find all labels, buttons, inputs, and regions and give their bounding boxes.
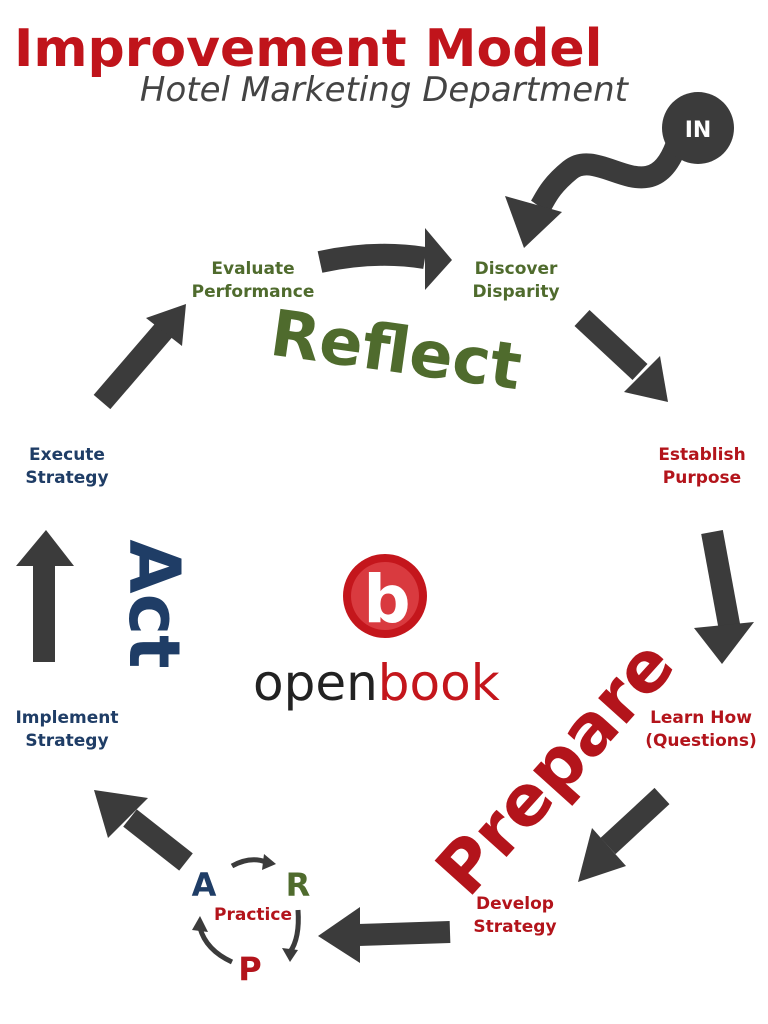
practice-letter-p: P xyxy=(238,950,261,988)
phase-reflect: Reflect xyxy=(266,297,526,405)
step-develop-line1: Develop xyxy=(476,894,554,914)
practice-letter-r: R xyxy=(286,866,311,904)
step-evaluate-line1: Evaluate xyxy=(211,259,294,279)
step-implement-line2: Strategy xyxy=(25,731,108,751)
logo-word-book: book xyxy=(378,654,500,712)
phase-act: Act xyxy=(113,539,195,668)
step-learn-line1: Learn How xyxy=(650,708,752,728)
logo-mark: b xyxy=(363,561,410,638)
page-subtitle: Hotel Marketing Department xyxy=(140,70,630,110)
step-develop-line2: Strategy xyxy=(473,917,556,937)
step-evaluate-line2: Performance xyxy=(192,282,315,302)
step-establish-line1: Establish xyxy=(658,445,745,465)
practice-letter-a: A xyxy=(192,866,217,904)
arrow-evaluate-to-discover xyxy=(317,228,452,290)
step-execute-line2: Strategy xyxy=(25,468,108,488)
openbook-logo: b openbook xyxy=(253,554,500,712)
step-discover-line2: Disparity xyxy=(472,282,559,302)
arrow-learn-to-develop xyxy=(578,787,670,882)
step-discover-line1: Discover xyxy=(475,259,558,279)
step-learn-line2: (Questions) xyxy=(645,731,757,751)
step-establish-line2: Purpose xyxy=(663,468,741,488)
arrow-implement-to-execute xyxy=(16,530,74,662)
step-execute-line1: Execute xyxy=(29,445,105,465)
logo-word-open: open xyxy=(253,654,378,712)
entry-circle xyxy=(662,92,734,164)
arrow-discover-to-establish xyxy=(574,309,668,402)
entry-arrow xyxy=(505,141,687,248)
step-implement-line1: Implement xyxy=(15,708,118,728)
practice-label: Practice xyxy=(214,905,292,925)
entry-label: IN xyxy=(685,118,712,143)
arrow-practice-to-implement xyxy=(94,790,193,871)
arrow-establish-to-learn xyxy=(694,530,754,664)
page-title: Improvement Model xyxy=(14,19,603,79)
svg-text:openbook: openbook xyxy=(253,654,500,712)
arrow-develop-to-practice xyxy=(318,907,451,963)
practice-cycle xyxy=(192,854,301,965)
arrow-execute-to-evaluate xyxy=(93,304,186,410)
